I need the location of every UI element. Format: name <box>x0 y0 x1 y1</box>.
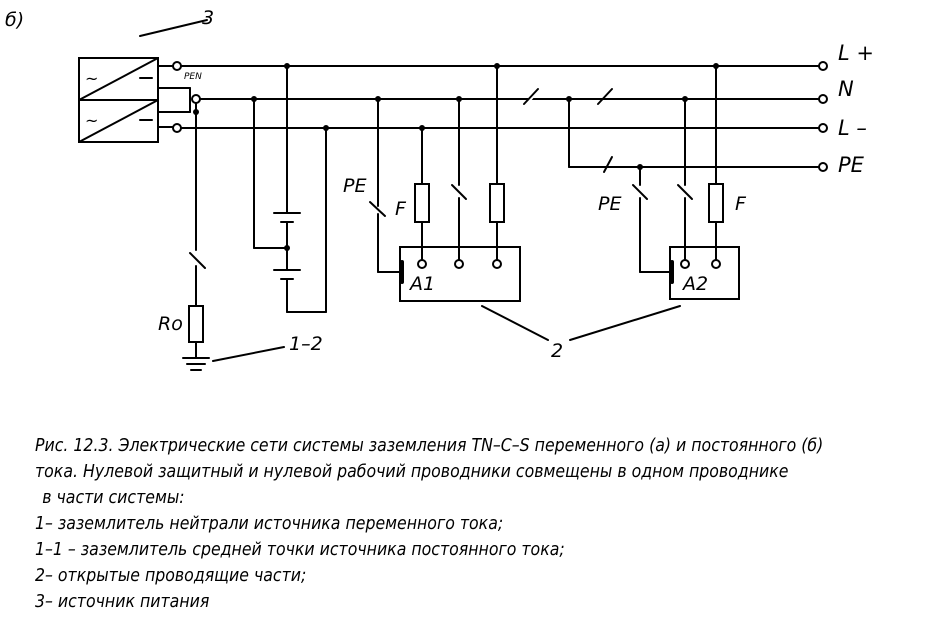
terminal-l-minus-source <box>172 123 182 133</box>
line-label-pe: PE <box>838 153 865 177</box>
caption-line-7: 3– источник питания <box>35 592 210 612</box>
caption-line-6: 2– открытые проводящие части; <box>35 566 307 586</box>
terminal-l-minus <box>818 123 828 133</box>
caption-line-3: в части системы: <box>42 488 185 508</box>
device-label-a1: A1 <box>408 273 435 295</box>
pen-label: PEN <box>184 72 202 82</box>
figure-caption: Рис. 12.3. Электрические сети системы за… <box>35 433 850 615</box>
ground-label: 1–2 <box>289 333 323 355</box>
tn-c-s-diagram: ~ ~ б) 3 PEN L + N L – PE Ro 1–2 PE F A1… <box>5 7 874 371</box>
source-ac-symbol-2: ~ <box>85 111 98 130</box>
terminal-pen <box>191 94 201 104</box>
ground-resistor-label: Ro <box>158 313 183 335</box>
caption-line-2: тока. Нулевой защитный и нулевой рабочий… <box>35 462 789 482</box>
caption-line-5: 1–1 – заземлитель средней точки источник… <box>35 540 565 560</box>
pe-label-a1: PE <box>343 175 366 197</box>
caption-line-1: Рис. 12.3. Электрические сети системы за… <box>35 436 824 456</box>
terminal-l-plus-source <box>172 61 182 71</box>
terminal-n <box>818 94 828 104</box>
terminal-l-plus <box>818 61 828 71</box>
source-label: 3 <box>202 7 214 29</box>
ground-resistor <box>188 305 204 343</box>
terminal-pe <box>818 162 828 172</box>
fuse-a2 <box>708 183 724 223</box>
fuse-label-a1: F <box>395 198 407 220</box>
device-label-a2: A2 <box>681 273 708 295</box>
source-ac-symbol-1: ~ <box>85 69 98 88</box>
line-label-l-minus: L – <box>838 116 867 140</box>
part-label: б) <box>5 9 24 31</box>
line-label-n: N <box>838 77 854 101</box>
fuse-a1 <box>414 183 430 223</box>
caption-line-4: 1– заземлитель нейтрали источника переме… <box>35 514 504 534</box>
fuse-label-a2: F <box>735 193 747 215</box>
pe-label-a2: PE <box>598 193 621 215</box>
fuse-a1-2 <box>489 183 505 223</box>
exposed-parts-label: 2 <box>551 340 563 362</box>
line-label-l-plus: L + <box>838 41 874 65</box>
